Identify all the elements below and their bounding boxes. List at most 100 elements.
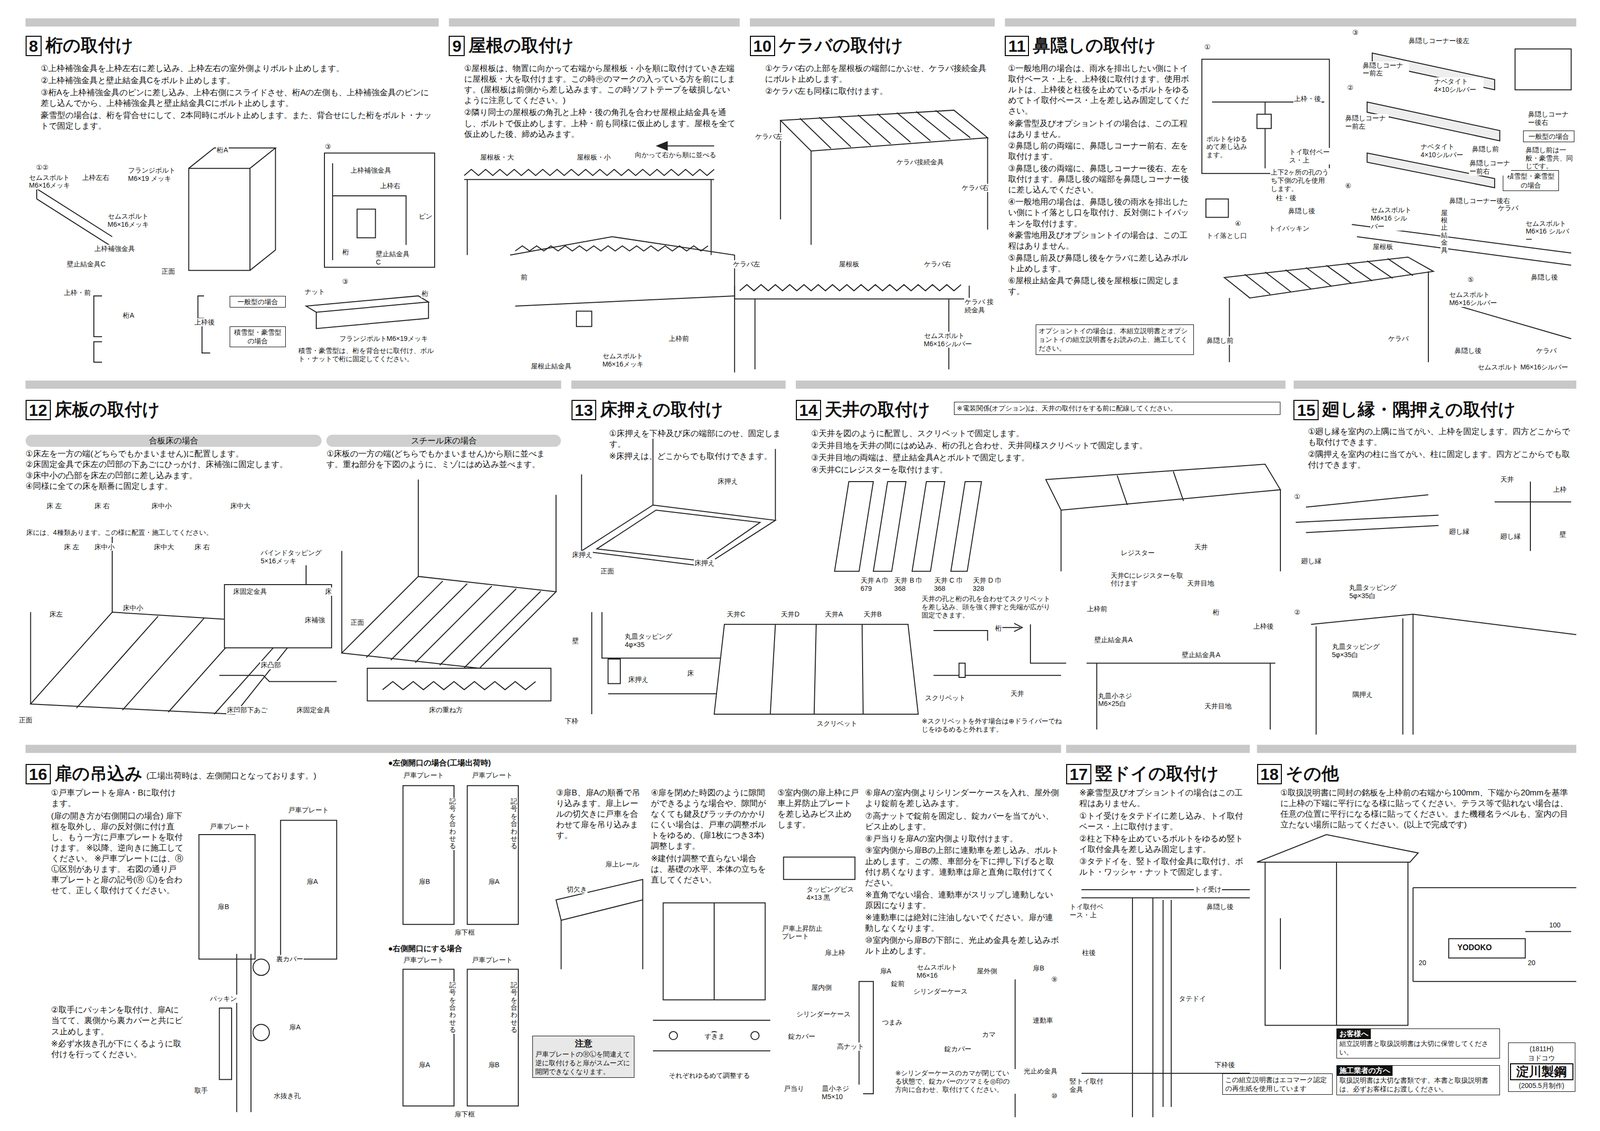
part-label: 戸当り bbox=[783, 1084, 805, 1093]
notice-heading: 施工業者の方へ bbox=[1336, 1065, 1393, 1076]
line-art bbox=[1001, 627, 1021, 629]
line-art bbox=[1335, 862, 1337, 1026]
instruction-text: ※豪雪地用及びオプショントイの場合は、この工程はありません。 bbox=[1008, 230, 1194, 252]
line-art bbox=[576, 311, 592, 327]
line-art bbox=[1224, 257, 1434, 298]
part-label: 屋根板・大 bbox=[479, 153, 515, 162]
instruction-text: (扉の開き方が右側開口の場合) 扉下框を取外し、扉の反対側に付け直し、もう一方に… bbox=[51, 810, 184, 897]
part-label: セムスボルト M6×16 シルバー bbox=[1525, 219, 1572, 244]
part-label: タテドイ bbox=[1178, 994, 1207, 1003]
part-label: 天井C bbox=[726, 610, 746, 619]
step-number: 17 bbox=[1066, 763, 1092, 785]
part-label: 天井 A 巾679 bbox=[860, 576, 892, 593]
part-label: ③ bbox=[324, 142, 332, 151]
instruction-text: ②上枠補強金具と壁止結金具Cをボルト止めします。 bbox=[40, 75, 434, 87]
line-art bbox=[1086, 662, 1276, 664]
line-art bbox=[466, 179, 468, 255]
instruction-text: ①一般地用の場合は、雨水を排出したい側にトイ取付ベース・上を、上枠後に取付けます… bbox=[1008, 63, 1194, 117]
line-art bbox=[1326, 265, 1352, 284]
part-label: セムスボルト M6×16シルバー bbox=[923, 331, 986, 349]
line-art bbox=[1264, 102, 1266, 169]
part-label: ケラバ bbox=[1497, 204, 1519, 213]
line-art bbox=[834, 481, 874, 572]
instruction-text: ④天井Cにレジスターを取付けます。 bbox=[810, 464, 1281, 476]
line-art bbox=[36, 188, 113, 237]
caution-box: 注意戸車プレートのⓇⓁを間違えて逆に取付けると扉がスムーズに開閉できなくなります… bbox=[532, 1035, 635, 1079]
line-art bbox=[93, 295, 103, 337]
instruction-section: 8桁の取付け①上枠補強金具を上枠左右に差し込み、上枠左右の室外側よりボルト止めし… bbox=[25, 28, 440, 373]
line-art bbox=[280, 820, 337, 959]
instruction-text: ④扉を閉めた時図のように隙間ができるような場合や、隙間がなくても鍵及びラッチのか… bbox=[650, 787, 772, 852]
part-label: 積雪・豪雪型は、桁を背合せに取付け、ボルト・ナットで桁に固定してください。 bbox=[297, 346, 437, 364]
line-art bbox=[838, 116, 871, 146]
part-label: ケラバ左 bbox=[754, 132, 783, 141]
line-art bbox=[663, 902, 766, 1000]
part-label: 上枠右 bbox=[379, 181, 401, 191]
instruction-text: ※豪雪型及びオプショントイの場合はこの工程はありません。 bbox=[1079, 787, 1248, 809]
line-art bbox=[36, 198, 113, 247]
type-box: 積雪型・豪雪型の場合 bbox=[229, 326, 286, 347]
type-box: 一般型の場合 bbox=[229, 295, 286, 308]
part-label: 壁止結金具A bbox=[1093, 635, 1133, 645]
line-art bbox=[198, 834, 255, 959]
panel-heading: スチール床の場合 bbox=[326, 434, 561, 448]
part-label: 光止め金具 bbox=[1023, 1067, 1058, 1076]
part-label: 上枠・後 bbox=[1293, 94, 1322, 103]
instruction-section: 14天井の取付け①天井を図のように配置し、スクリベットで固定します。②天井目地を… bbox=[795, 390, 1286, 733]
line-art bbox=[1170, 899, 1172, 1107]
line-art bbox=[1412, 981, 1577, 983]
instruction-text: ①トイ受けをタテドイに差し込み、トイ取付ベース・上に取付けます。 bbox=[1079, 810, 1248, 833]
part-label: 鼻隠しコーナー後右 bbox=[1527, 110, 1575, 127]
line-art bbox=[188, 147, 276, 169]
part-label: 天井 bbox=[1010, 689, 1025, 698]
line-art bbox=[467, 785, 519, 925]
part-label: ⑥ bbox=[1344, 181, 1352, 191]
line-art bbox=[1173, 471, 1184, 501]
line-art bbox=[1030, 624, 1067, 663]
section-title: 床押えの取付け bbox=[600, 399, 724, 420]
part-label: 扉B bbox=[487, 1060, 500, 1070]
section-bar bbox=[571, 380, 786, 389]
part-label: 床の重ね方 bbox=[428, 705, 464, 715]
part-label: ナット bbox=[304, 287, 326, 296]
part-label: 床中小 bbox=[150, 501, 173, 511]
line-art bbox=[224, 584, 332, 648]
step-number: 12 bbox=[25, 399, 51, 421]
part-label: 天井D bbox=[780, 610, 800, 619]
line-art bbox=[810, 150, 812, 245]
part-label: 上枠補強金具 bbox=[350, 166, 392, 175]
step-number: 13 bbox=[571, 399, 597, 421]
part-label: トイパッキン bbox=[1268, 224, 1310, 233]
line-art bbox=[799, 118, 831, 149]
part-label: ①② bbox=[35, 163, 49, 172]
line-art bbox=[877, 113, 911, 143]
part-label: タッピングビス 4×13 黒 bbox=[806, 885, 861, 902]
part-label: 天井の孔と桁の孔を合わせてスクリベットを差し込み、頭を強く押すと先端が広がり固定… bbox=[921, 594, 1055, 619]
part-label: 皿小ネジ M5×10 bbox=[821, 1084, 864, 1101]
section-bar bbox=[25, 744, 1062, 753]
part-label: 100 bbox=[1548, 921, 1561, 930]
part-label: 鼻隠しコーナー前左 bbox=[1344, 114, 1389, 131]
part-label: ●右側開口にする場合 bbox=[387, 943, 464, 954]
part-label: 鼻隠し後 bbox=[1287, 206, 1316, 216]
line-art bbox=[1013, 623, 1023, 632]
note-box: この組立説明書はエコマーク認定の再生紙を使用しています bbox=[1222, 1073, 1333, 1095]
part-label: セムスボルト M6×16シルバー bbox=[1477, 363, 1569, 372]
part-label: トイ受け bbox=[1193, 885, 1222, 894]
line-art bbox=[1366, 260, 1393, 279]
instruction-section: 18その他①取扱説明書に同封の銘板を上枠前の右端から100mm、下端から20mm… bbox=[1257, 754, 1577, 1123]
part-label: 向かって右から順に並べる bbox=[634, 150, 717, 160]
part-label: 切欠き bbox=[566, 885, 588, 894]
part-label: トイ落とし口 bbox=[1205, 231, 1248, 240]
line-art bbox=[862, 624, 864, 715]
type-box: 一般型の場合 bbox=[1523, 130, 1575, 143]
instruction-text: ②隅押えを室内の柱に当てがい、柱に固定します。四方どこからでも取付けできます。 bbox=[1307, 449, 1574, 471]
sub-panel: 合板床の場合①床左を一方の端(どちらでもかまいません)に配置します。②床固定金具… bbox=[25, 434, 322, 492]
part-label: トイ取付ベース・上 bbox=[1069, 902, 1106, 920]
part-label: 水抜き孔 bbox=[273, 1091, 302, 1101]
part-label: 鼻隠し前は一般・豪雪共、同じです。 bbox=[1525, 146, 1578, 171]
part-label: スクリベット bbox=[816, 719, 858, 728]
part-label: 扉A bbox=[306, 877, 319, 886]
part-label: 天井 B 巾368 bbox=[893, 576, 925, 593]
